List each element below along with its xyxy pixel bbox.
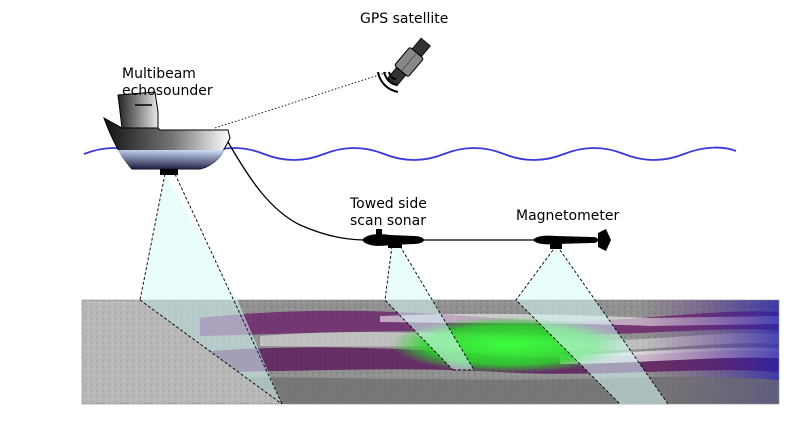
magnetometer-towfish-icon <box>533 229 611 251</box>
sidescan-label-line2: scan sonar <box>350 213 426 229</box>
sidescan-label-line1: Towed side <box>350 196 427 212</box>
multibeam-transducer <box>160 169 178 175</box>
tow-cable <box>227 141 540 241</box>
sidescan-swath <box>384 245 475 371</box>
gps-satellite-label: GPS satellite <box>360 11 449 27</box>
satellite-icon <box>387 37 431 87</box>
multibeam-swath <box>139 173 283 405</box>
magnetometer-label: Magnetometer <box>516 208 620 224</box>
multibeam-label-line2: echosounder <box>122 83 213 99</box>
magnetometer-swath <box>515 249 669 405</box>
gps-link <box>214 71 389 129</box>
survey-ship-icon <box>103 91 231 175</box>
signal-waves <box>377 71 399 93</box>
towfish-icon <box>362 229 424 248</box>
multibeam-label-line1: Multibeam <box>122 66 196 82</box>
